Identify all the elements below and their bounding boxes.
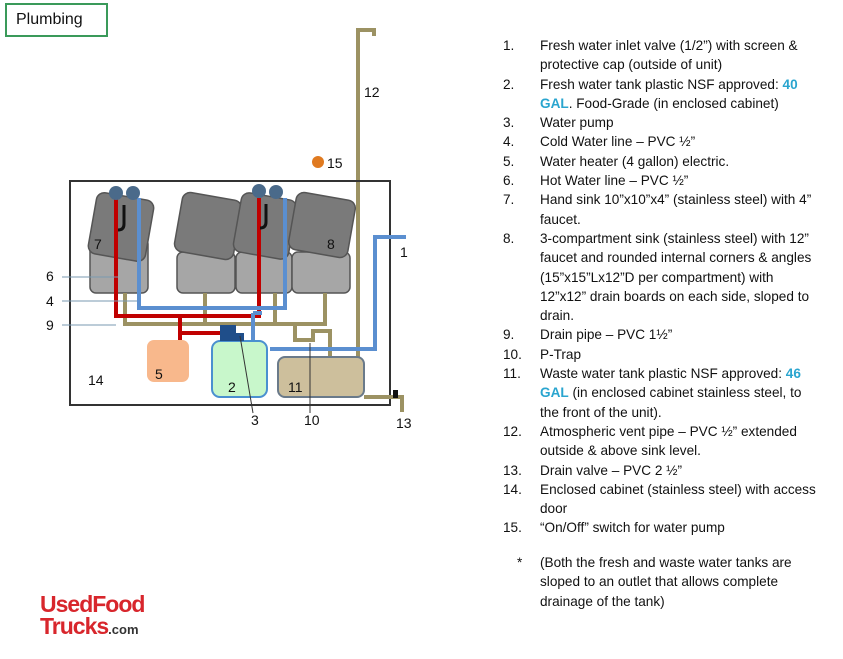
legend-item: 13. Drain valve – PVC 2 ½” [503, 461, 823, 480]
svg-text:3: 3 [251, 412, 259, 428]
legend-item: 12. Atmospheric vent pipe – PVC ½” extend… [503, 422, 823, 461]
legend-item: 2. Fresh water tank plastic NSF approved:… [503, 75, 823, 114]
legend-number: 10. [503, 346, 522, 362]
pump-switch-icon [312, 156, 324, 168]
faucets [109, 184, 283, 232]
svg-text:8: 8 [327, 236, 335, 252]
svg-text:14: 14 [88, 372, 104, 388]
callouts: 1 2 3 4 5 6 7 8 9 10 11 12 13 14 15 [46, 84, 412, 431]
cold-water-line [137, 198, 406, 351]
legend-item: 14. Enclosed cabinet (stainless steel) wi… [503, 480, 823, 519]
water-heater [147, 340, 189, 382]
legend-text: Fresh water inlet valve (1/2”) with scre… [540, 38, 798, 73]
legend-item: 10. P-Trap [503, 345, 823, 364]
legend-item: 15. “On/Off” switch for water pump [503, 518, 823, 537]
legend-text: Hand sink 10”x10”x4” (stainless steel) w… [540, 192, 812, 227]
legend-text: Fresh water tank plastic NSF approved: 4… [540, 75, 823, 114]
legend-number: 1. [503, 38, 515, 53]
legend-item: 9. Drain pipe – PVC 1½” [503, 325, 823, 344]
legend-text: Drain valve – PVC 2 ½” [540, 462, 683, 478]
legend-number: 9. [503, 327, 515, 343]
legend-number: 7. [503, 192, 515, 208]
plumbing-diagram: 1 2 3 4 5 6 7 8 9 10 11 12 13 14 15 [46, 28, 412, 431]
usedfoodtrucks-logo: UsedFood Trucks.com [40, 591, 145, 639]
svg-text:15: 15 [327, 155, 343, 171]
legend-text: Waste water tank plastic NSF approved: 4… [540, 364, 823, 422]
legend-number: 14. [503, 481, 522, 497]
note: * (Both the fresh and waste water tanks … [517, 555, 792, 609]
legend-number: 4. [503, 134, 515, 150]
legend-text: Atmospheric vent pipe – PVC ½” extended … [540, 423, 797, 459]
svg-text:6: 6 [46, 268, 54, 284]
legend-item: 4. Cold Water line – PVC ½” [503, 132, 823, 151]
svg-text:4: 4 [46, 293, 54, 309]
svg-text:9: 9 [46, 317, 54, 333]
legend-item: 11. Waste water tank plastic NSF approved… [503, 364, 823, 422]
water-pump [220, 325, 244, 341]
fresh-water-tank [211, 340, 268, 398]
legend-text-part: . Food-Grade (in enclosed cabinet) [568, 95, 779, 111]
legend-item: 6. Hot Water line – PVC ½” [503, 171, 823, 190]
drain-valve-icon [393, 390, 398, 398]
svg-text:10: 10 [304, 412, 320, 428]
legend-item: 5. Water heater (4 gallon) electric. [503, 152, 823, 171]
svg-text:1: 1 [400, 244, 408, 260]
legend-text: 3-compartment sink (stainless steel) wit… [540, 230, 812, 324]
svg-text:7: 7 [94, 236, 102, 252]
legend-number: 6. [503, 173, 515, 189]
legend-text-part: Waste water tank plastic NSF approved: [540, 366, 786, 382]
legend-text: Water pump [540, 115, 614, 131]
legend-text: Enclosed cabinet (stainless steel) with … [540, 481, 816, 517]
hot-water-line [114, 198, 261, 342]
legend-number: 15. [503, 520, 522, 536]
legend-text: Water heater (4 gallon) electric. [540, 153, 730, 169]
legend-item: 7. Hand sink 10”x10”x4” (stainless steel)… [503, 190, 823, 229]
legend-text: Hot Water line – PVC ½” [540, 173, 689, 189]
waste-water-tank [277, 356, 365, 398]
legend-number: 5. [503, 153, 515, 169]
leader-lines [62, 276, 311, 414]
legend-text-part: Fresh water tank plastic NSF approved: [540, 76, 783, 92]
legend-text-part: (in enclosed cabinet stainless steel, to… [540, 385, 802, 420]
capacity-highlight: 40 GAL [540, 76, 798, 111]
svg-text:5: 5 [155, 366, 163, 382]
legend-number: 3. [503, 115, 515, 131]
legend-list: 1. Fresh water inlet valve (1/2”) with sc… [503, 36, 823, 538]
legend-item: 8. 3-compartment sink (stainless steel) w… [503, 229, 823, 325]
legend-text: Cold Water line – PVC ½” [540, 134, 696, 150]
legend-number: 13. [503, 462, 522, 478]
svg-text:2: 2 [228, 379, 236, 395]
legend-item: 1. Fresh water inlet valve (1/2”) with sc… [503, 36, 823, 75]
legend-number: 8. [503, 230, 515, 246]
section-title: Plumbing [5, 3, 108, 37]
legend-number: 2. [503, 76, 515, 92]
legend-text: P-Trap [540, 346, 582, 362]
legend-text: Drain pipe – PVC 1½” [540, 327, 673, 343]
svg-text:11: 11 [288, 379, 303, 395]
vent-pipe [356, 28, 376, 360]
legend-number: 11. [503, 366, 521, 382]
legend-number: 12. [503, 423, 522, 439]
sink-bowls [87, 191, 357, 263]
legend-item: 3. Water pump [503, 113, 823, 132]
capacity-highlight: 46 GAL [540, 366, 801, 401]
legend-text: “On/Off” switch for water pump [540, 520, 725, 536]
svg-text:13: 13 [396, 415, 412, 431]
svg-text:12: 12 [364, 84, 380, 100]
cabinet [69, 180, 391, 406]
